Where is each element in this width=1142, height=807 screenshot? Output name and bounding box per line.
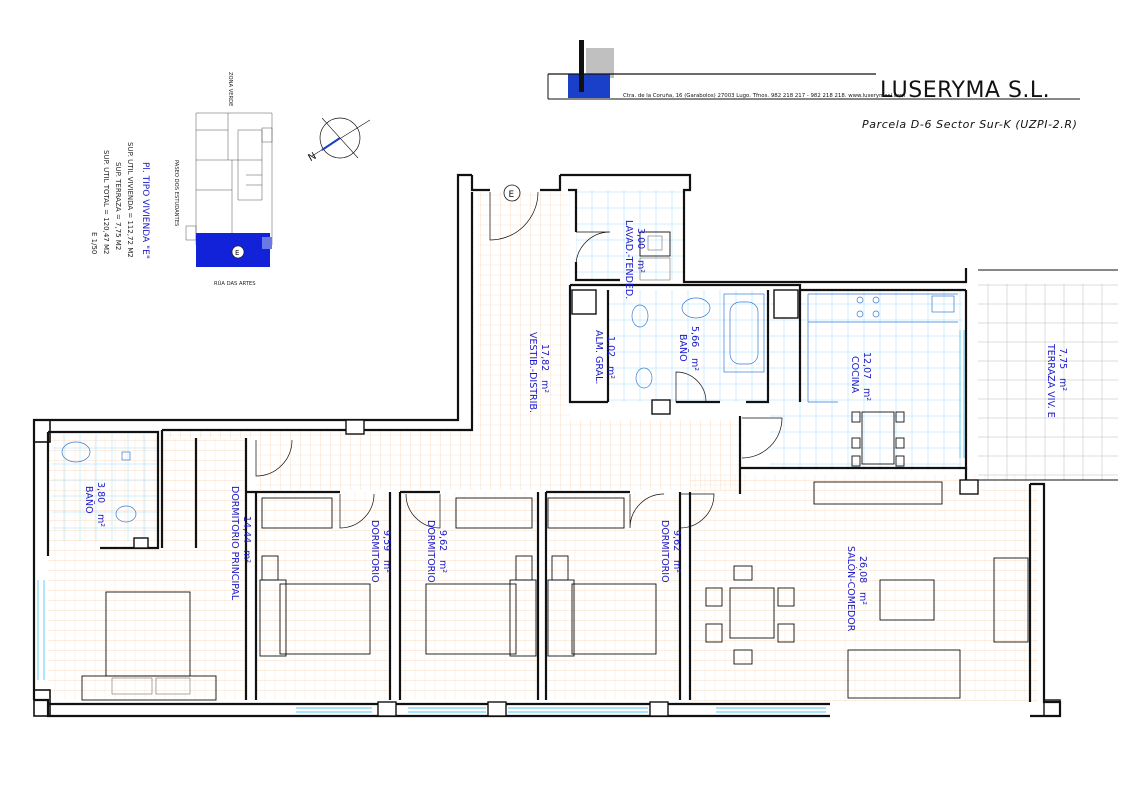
svg-text:m²: m² [437, 560, 448, 573]
svg-text:5,66: 5,66 [689, 326, 700, 347]
windows [37, 330, 965, 713]
room-label-dormitorio-1: DORMITORIO 9,59 m² [369, 520, 392, 583]
svg-text:ALM. GRAL.: ALM. GRAL. [593, 330, 604, 384]
key-plan-line-3: SUP. UTIL TOTAL = 120,47 M2 [102, 150, 110, 254]
svg-text:m²: m² [1057, 378, 1068, 391]
key-plan-info: Pl. TIPO VIVIENDA "E" SUP. UTIL VIVIENDA… [90, 142, 150, 259]
svg-text:DORMITORIO: DORMITORIO [425, 520, 436, 583]
key-plan-street-side: PASEO DOS ESTUDANTES [173, 160, 179, 226]
svg-text:14,44: 14,44 [241, 516, 252, 543]
walls [32, 173, 1118, 718]
room-label-bano-2: BAÑO 5,66 m² [677, 326, 700, 371]
key-plan-title: Pl. TIPO VIVIENDA "E" [140, 162, 150, 259]
entrance-marker-label: E [509, 190, 515, 200]
svg-text:DORMITORIO PRINCIPAL: DORMITORIO PRINCIPAL [229, 486, 240, 601]
svg-text:9,62: 9,62 [671, 530, 682, 551]
company-name: LUSERYMA S.L. [880, 78, 1050, 103]
room-label-dormitorio-2: DORMITORIO 9,62 m² [425, 520, 448, 583]
svg-text:17,82: 17,82 [539, 344, 550, 371]
svg-text:DORMITORIO: DORMITORIO [369, 520, 380, 583]
svg-text:m²: m² [241, 550, 252, 563]
svg-text:COCINA: COCINA [849, 356, 860, 394]
svg-text:LAVAD.-TENDED.: LAVAD.-TENDED. [623, 220, 634, 299]
key-plan-street-bottom: RÚA DAS ARTES [214, 280, 256, 287]
room-label-cocina: COCINA 12,07 m² [849, 352, 872, 401]
svg-text:m²: m² [671, 560, 682, 573]
svg-text:3,00: 3,00 [635, 228, 646, 249]
room-label-dormitorio-principal: DORMITORIO PRINCIPAL 14,44 m² [229, 486, 252, 601]
room-label-lavadero: LAVAD.-TENDED. 3,00 m² [623, 220, 646, 299]
company-address: Ctra. de la Coruña, 16 (Garabolos) 27003… [623, 93, 905, 99]
svg-text:m²: m² [861, 388, 872, 401]
svg-text:m²: m² [95, 514, 106, 527]
room-label-terraza: TERRAZA VIV. E 7,75 m² [1045, 343, 1068, 418]
room-label-dormitorio-3: DORMITORIO 9,62 m² [659, 520, 682, 583]
room-labels: LAVAD.-TENDED. 3,00 m² BAÑO 5,66 m² ALM.… [83, 220, 1068, 632]
room-label-almacen: ALM. GRAL. 1,02 m² [593, 330, 616, 384]
key-plan-line-2: SUP. TERRAZA = 7,75 M2 [114, 162, 122, 250]
svg-text:9,62: 9,62 [437, 530, 448, 551]
room-label-vestibulo: VESTIB.-DISTRIB. 17,82 m² [527, 332, 550, 413]
svg-text:DORMITORIO: DORMITORIO [659, 520, 670, 583]
svg-text:m²: m² [635, 260, 646, 273]
svg-text:m²: m² [605, 366, 616, 379]
svg-text:BAÑO: BAÑO [677, 334, 688, 362]
key-plan-unit-marker: E [235, 249, 239, 257]
room-label-bano-1: BAÑO 3,80 m² [83, 482, 106, 527]
key-plan-scale: E 1/50 [90, 232, 98, 254]
svg-text:12,07: 12,07 [861, 352, 872, 379]
svg-text:9,59: 9,59 [381, 530, 392, 551]
company-logo [547, 40, 1080, 100]
svg-text:m²: m² [857, 592, 868, 605]
svg-text:TERRAZA VIV. E: TERRAZA VIV. E [1045, 343, 1056, 418]
doors [255, 191, 783, 529]
svg-text:26,08: 26,08 [857, 556, 868, 583]
key-plan-line-1: SUP. UTIL VIVIENDA = 112,72 M2 [126, 142, 134, 258]
svg-text:7,75: 7,75 [1057, 348, 1068, 369]
key-plan-street-top: ZONA VERDE [227, 72, 233, 106]
key-plan: E ZONA VERDE PASEO DOS ESTUDANTES RÚA DA… [173, 72, 273, 287]
svg-text:3,80: 3,80 [95, 482, 106, 503]
compass-icon: N [307, 117, 371, 164]
north-label: N [307, 151, 319, 164]
fixtures [61, 231, 1029, 701]
svg-text:VESTIB.-DISTRIB.: VESTIB.-DISTRIB. [527, 332, 538, 413]
svg-text:m²: m² [381, 560, 392, 573]
svg-text:m²: m² [539, 380, 550, 393]
room-label-salon-comedor: SALÓN-COMEDOR 26,08 m² [845, 546, 868, 632]
svg-text:1,02: 1,02 [605, 336, 616, 357]
parcel-reference: Parcela D-6 Sector Sur-K (UZPI-2.R) [862, 118, 1078, 131]
svg-text:SALÓN-COMEDOR: SALÓN-COMEDOR [845, 546, 857, 632]
svg-text:BAÑO: BAÑO [83, 486, 94, 514]
svg-text:m²: m² [689, 358, 700, 371]
entrance-marker: E [503, 184, 521, 202]
